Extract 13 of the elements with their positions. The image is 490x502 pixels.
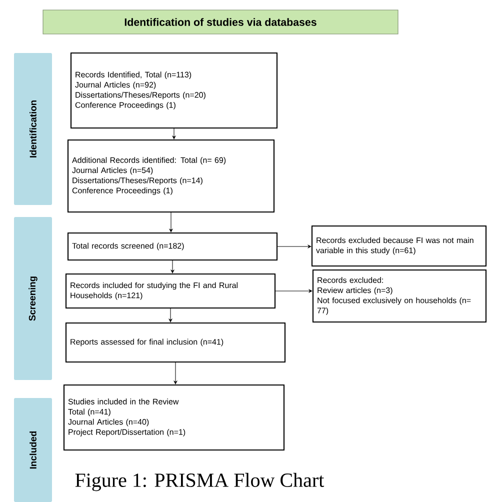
process-box: Additional Records identified: Total (n= 69) Journal Articles (n=54) Dissertations/Theses/Reports (n=14) Conference Proceedings (1) [67,139,275,213]
process-box: Reports assessed for final inclusion (n=41) [65,322,286,363]
process-box: Studies included in the Review Total (n=41) Journal Articles (n=40) Project Report/Dissertation (n=1) [63,384,285,451]
stage-band: Identification [14,53,52,205]
process-box: Records excluded because FI was not main variable in this study (n=61) [311,225,487,267]
process-box: Records Identified, Total (n=113) Journal Articles (n=92) Dissertations/Theses/Reports (n=20) Conference Proceedings (1) [70,52,278,129]
process-box: Records excluded: Review articles (n=3) Not focused exclusively on households (n= 77) [312,269,487,323]
process-box: Total records screened (n=182) [67,232,278,261]
process-box: Records included for studying the FI and Rural Households (n=121) [65,273,276,309]
section-banner: Identification of studies via databases [42,10,398,34]
stage-band: Screening [14,217,52,380]
stage-band: Included [14,398,52,502]
figure-caption: Figure 1: PRISMA Flow Chart [75,472,324,492]
